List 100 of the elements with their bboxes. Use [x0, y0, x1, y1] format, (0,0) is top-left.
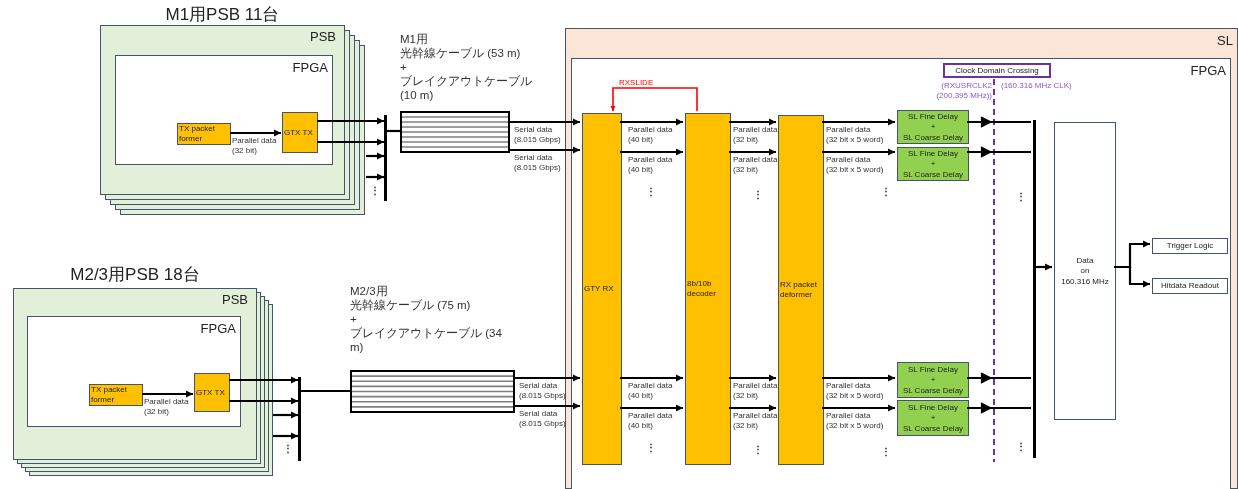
ellipsis-mark: ⋮: [881, 186, 891, 198]
ellipsis-mark: ⋮: [1016, 191, 1026, 203]
arrow: [620, 374, 683, 382]
output-box: Trigger Logic: [1152, 238, 1228, 254]
transceiver-block: GTX TX: [282, 112, 318, 153]
block-text: +: [930, 122, 936, 132]
edge-label: Parallel data (32 bit): [733, 155, 779, 175]
edge-label: Parallel data (40 bit): [628, 125, 674, 145]
fpga-panel: [115, 55, 333, 165]
edge-label: Serial data (8.015 Gbps): [519, 381, 567, 401]
connector-line: [301, 389, 350, 393]
block-text: SL Coarse Delay: [902, 423, 964, 434]
arrow: [729, 118, 776, 126]
process-block: TX packet former: [89, 384, 143, 406]
arrow: [229, 397, 298, 405]
delay-block: [897, 110, 969, 144]
block-text: on: [1080, 266, 1090, 276]
arrow: [965, 116, 1033, 128]
delay-block: [897, 400, 969, 436]
fpga-panel: [27, 316, 241, 427]
arrow: [366, 173, 384, 181]
cable-caption: +: [400, 60, 408, 74]
arrow: [510, 146, 580, 154]
arrow: [822, 148, 895, 156]
cable-caption: 光幹線ケーブル (75 m): [350, 298, 472, 312]
bus-bar: [1033, 120, 1036, 458]
arrow: [822, 118, 895, 126]
arrow: [317, 117, 384, 125]
arrow: [1034, 263, 1052, 271]
connector-line: [387, 129, 400, 133]
arrow: [620, 404, 683, 412]
bus-bar: [384, 115, 387, 201]
board-label: PSB: [310, 29, 336, 44]
ellipsis-mark: ⋮: [283, 443, 293, 455]
cable-caption: M2/3用: [350, 284, 389, 298]
edge-label: Parallel data (32 bit): [733, 381, 779, 401]
panel-label: FPGA: [1190, 63, 1226, 78]
edge-label: RXSLIDE: [619, 78, 654, 88]
edge-label: Parallel data (32 bit): [144, 397, 190, 417]
ellipsis-mark: ⋮: [646, 186, 656, 198]
arrow: [510, 118, 580, 126]
ellipsis-mark: ⋮: [753, 444, 763, 456]
arrow: [273, 432, 298, 440]
arrow: [610, 87, 698, 112]
arrow: [822, 404, 895, 412]
block-text: SL Fine Delay: [908, 111, 958, 122]
arrow: [620, 118, 683, 126]
cable-caption: ブレイクアウトケーブル (34 m): [350, 326, 503, 354]
ellipsis-mark: ⋮: [1016, 441, 1026, 453]
arrow: [515, 402, 580, 410]
arrow: [273, 411, 298, 419]
block-text: SL Fine Delay: [908, 402, 958, 413]
arrow: [515, 374, 580, 382]
arrow: [230, 129, 281, 137]
ellipsis-mark: ⋮: [646, 442, 656, 454]
panel-label: FPGA: [292, 60, 328, 75]
process-block: TX packet former: [177, 123, 231, 145]
data-block: [1054, 122, 1116, 420]
cable-caption: +: [350, 312, 358, 326]
arrow: [620, 148, 683, 156]
board-label: PSB: [222, 292, 248, 307]
arrow: [317, 138, 384, 146]
block-text: 160.316 MHz: [1061, 276, 1109, 287]
bus-bar: [298, 377, 301, 461]
cable-caption: 光幹線ケーブル (53 m): [400, 46, 522, 60]
process-block: 8b/10b decoder: [685, 113, 731, 465]
delay-block: [897, 147, 969, 181]
clock-label: (RXUSRCLK2 (200.395 MHz)): [935, 81, 992, 101]
stack-title: M2/3用PSB 18台: [69, 264, 201, 286]
delay-block: [897, 362, 969, 398]
arrow: [729, 374, 776, 382]
edge-label: Parallel data (32 bit x 5 word): [826, 411, 885, 431]
ellipsis-mark: ⋮: [753, 189, 763, 201]
edge-label: Parallel data (40 bit): [628, 155, 674, 175]
arrow: [965, 146, 1033, 158]
edge-label: Parallel data (32 bit): [733, 125, 779, 145]
block-text: SL Fine Delay: [908, 148, 958, 159]
arrow: [965, 402, 1033, 414]
edge-label: Parallel data (32 bit x 5 word): [826, 155, 885, 175]
clock-domain-box: Clock Domain Crossing: [943, 63, 1051, 78]
transceiver-block: GTX TX: [194, 373, 230, 412]
clock-label: (160.316 MHz CLK): [1001, 81, 1073, 91]
edge-label: Serial data (8.015 Gbps): [514, 153, 562, 173]
block-text: SL Fine Delay: [908, 364, 958, 375]
edge-label: Parallel data (40 bit): [628, 381, 674, 401]
edge-label: Parallel data (32 bit): [733, 411, 779, 431]
arrow: [822, 374, 895, 382]
edge-label: Parallel data (32 bit): [232, 136, 278, 156]
transceiver-block: GTY RX: [582, 113, 622, 465]
edge-label: Parallel data (40 bit): [628, 411, 674, 431]
block-text: SL Coarse Delay: [902, 132, 964, 143]
arrow: [366, 152, 384, 160]
edge-label: Serial data (8.015 Gbps): [519, 409, 567, 429]
edge-label: Serial data (8.015 Gbps): [514, 125, 562, 145]
arrow: [729, 404, 776, 412]
ellipsis-mark: ⋮: [370, 185, 380, 197]
block-text: SL Coarse Delay: [902, 169, 964, 180]
stack-title: M1用PSB 11台: [164, 4, 281, 25]
panel-label: FPGA: [200, 321, 236, 336]
block-text: +: [930, 375, 936, 385]
